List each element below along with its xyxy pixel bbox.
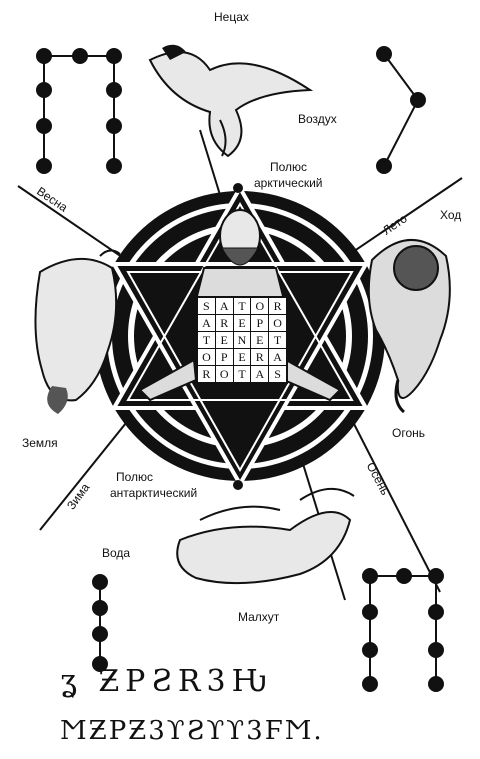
sator-cell: R <box>251 349 270 365</box>
bull-figure <box>34 249 121 414</box>
sator-cell: T <box>234 366 252 382</box>
sator-cell: T <box>273 333 282 347</box>
spring-line <box>17 185 139 269</box>
sator-row: T E N E T <box>198 332 286 349</box>
sator-row: O P E R A <box>198 349 286 366</box>
glyph-line-1: ʓ ƵPƧR3Ƕ <box>60 664 273 699</box>
eagle-figure <box>148 44 314 158</box>
sator-cell: P <box>216 349 234 365</box>
label-south-pole-2: антарктический <box>110 486 198 500</box>
bearded-figure <box>138 209 342 402</box>
sator-cell: N <box>234 332 252 348</box>
sator-row: A R E P O <box>198 315 286 332</box>
label-earth: Земля <box>22 436 58 450</box>
geomantic-figure-top-right <box>376 46 426 174</box>
sator-cell: E <box>216 332 234 348</box>
geomantic-figure-top-left <box>36 48 122 174</box>
sator-cell: T <box>198 332 216 348</box>
sator-cell: O <box>273 316 282 330</box>
geomantic-figure-bottom-left <box>92 574 108 672</box>
sator-cell: R <box>216 315 234 331</box>
label-south-pole-1: Полюс <box>116 470 154 484</box>
sator-cell: A <box>216 298 234 314</box>
label-fire: Огонь <box>392 426 425 440</box>
sator-cell: A <box>273 350 282 364</box>
sator-cell: E <box>251 332 270 348</box>
south-pole-dot <box>233 480 243 490</box>
sator-cell: P <box>251 315 270 331</box>
label-north-pole-1: Полюс <box>270 160 308 174</box>
sator-row: S A T O R <box>198 298 286 315</box>
label-hod: Ход <box>440 208 462 222</box>
sator-cell: E <box>234 349 252 365</box>
sator-cell: O <box>216 366 234 382</box>
sator-cell: R <box>273 299 282 313</box>
label-netzach: Нецах <box>214 10 249 24</box>
sator-row: R O T A S <box>198 366 286 382</box>
sator-cell: O <box>198 349 216 365</box>
label-water: Вода <box>102 546 131 560</box>
sator-square: S A T O R A R E P O T E N E T O P E R A <box>196 296 288 384</box>
lion-figure <box>367 239 451 414</box>
angel-figure <box>176 488 355 585</box>
sator-cell: T <box>234 298 252 314</box>
geomantic-figure-bottom-right <box>362 568 444 692</box>
label-north-pole-2: арктический <box>254 176 323 190</box>
sator-cell: R <box>198 366 216 382</box>
sator-cell: A <box>198 315 216 331</box>
north-pole-dot <box>233 183 243 193</box>
summer-line <box>337 177 463 263</box>
autumn-line <box>351 419 441 593</box>
sator-cell: O <box>251 298 270 314</box>
sator-cell: S <box>198 298 216 314</box>
label-malkuth: Малхут <box>238 610 280 624</box>
sator-cell: S <box>274 367 281 381</box>
sator-cell: A <box>251 366 270 382</box>
winter-line <box>39 417 131 531</box>
glyph-line-2: ϺƵPƵ3ϒƧϒϒ3ϜϺ. <box>60 716 324 746</box>
label-air: Воздух <box>298 112 337 126</box>
sator-cell: E <box>234 315 252 331</box>
